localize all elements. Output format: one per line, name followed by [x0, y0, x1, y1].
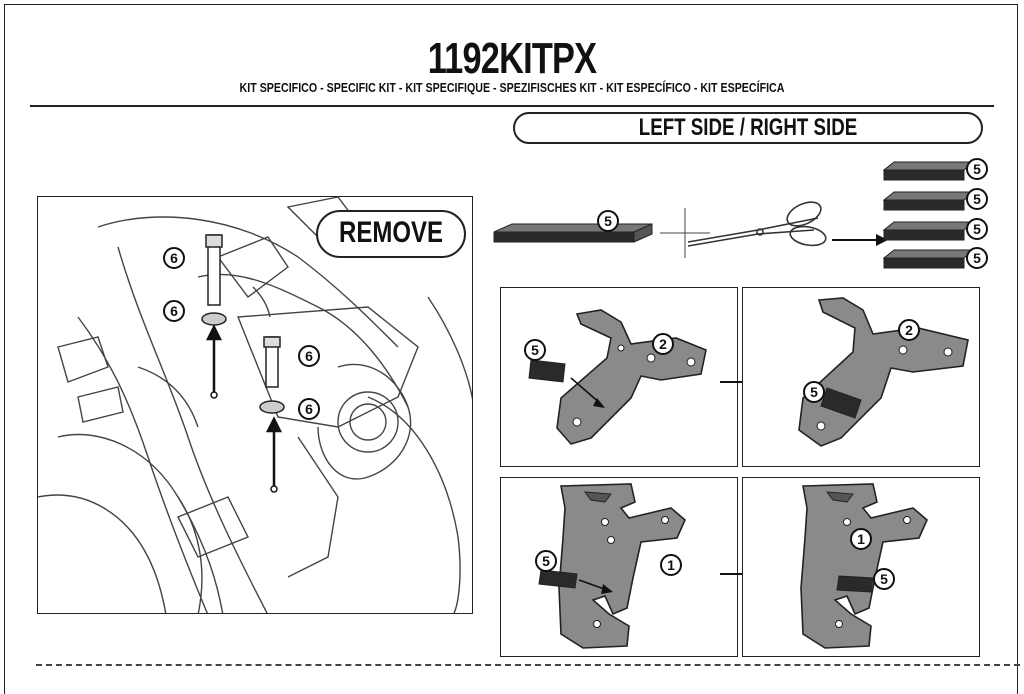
scissors-icon — [687, 201, 827, 247]
side-label-pill: LEFT SIDE / RIGHT SIDE — [513, 112, 983, 144]
adhesive-strip — [493, 223, 653, 243]
callout-bracket2-pad-applied: 5 — [803, 381, 825, 403]
callout-bracket2-part: 2 — [652, 333, 674, 355]
bracket2-after-panel — [742, 287, 980, 467]
motorcycle-rear-illustration — [38, 197, 472, 613]
callout-bracket2-pad: 5 — [524, 339, 546, 361]
callout-washer-center: 6 — [298, 398, 320, 420]
callout-cut-4: 5 — [966, 247, 988, 269]
bracket1-before-panel — [500, 477, 738, 657]
callout-bracket1-part: 1 — [660, 554, 682, 576]
kit-title: 1192KITPX — [427, 34, 597, 83]
callout-washer-left: 6 — [163, 300, 185, 322]
callout-bracket1-part-applied: 1 — [850, 528, 872, 550]
callout-bolt-center: 6 — [298, 345, 320, 367]
cut-pieces — [882, 161, 976, 269]
cut-crosshair — [660, 208, 710, 258]
bracket1-after-panel — [742, 477, 980, 657]
bottom-dashed-rule — [36, 664, 1020, 666]
callout-bolt-top: 6 — [163, 247, 185, 269]
remove-label-pill: REMOVE — [316, 210, 466, 258]
callout-bracket1-pad-applied: 5 — [873, 568, 895, 590]
header-rule — [30, 105, 994, 107]
callout-strip: 5 — [597, 210, 619, 232]
callout-cut-2: 5 — [966, 188, 988, 210]
callout-cut-3: 5 — [966, 218, 988, 240]
bracket1-after — [800, 483, 928, 649]
arrow-to-pieces — [832, 234, 888, 246]
callout-bracket1-pad: 5 — [535, 550, 557, 572]
side-label: LEFT SIDE / RIGHT SIDE — [638, 114, 858, 141]
kit-subtitle: KIT SPECIFICO - SPECIFIC KIT - KIT SPECI… — [239, 80, 785, 95]
bracket2-before — [528, 309, 707, 445]
callout-cut-1: 5 — [966, 158, 988, 180]
bracket1-before — [538, 483, 686, 649]
callout-bracket2-part-applied: 2 — [898, 319, 920, 341]
bracket2-after — [798, 297, 969, 447]
motorcycle-panel — [37, 196, 473, 614]
remove-label: REMOVE — [338, 216, 444, 249]
bracket2-before-panel — [500, 287, 738, 467]
page-frame — [4, 4, 1018, 694]
